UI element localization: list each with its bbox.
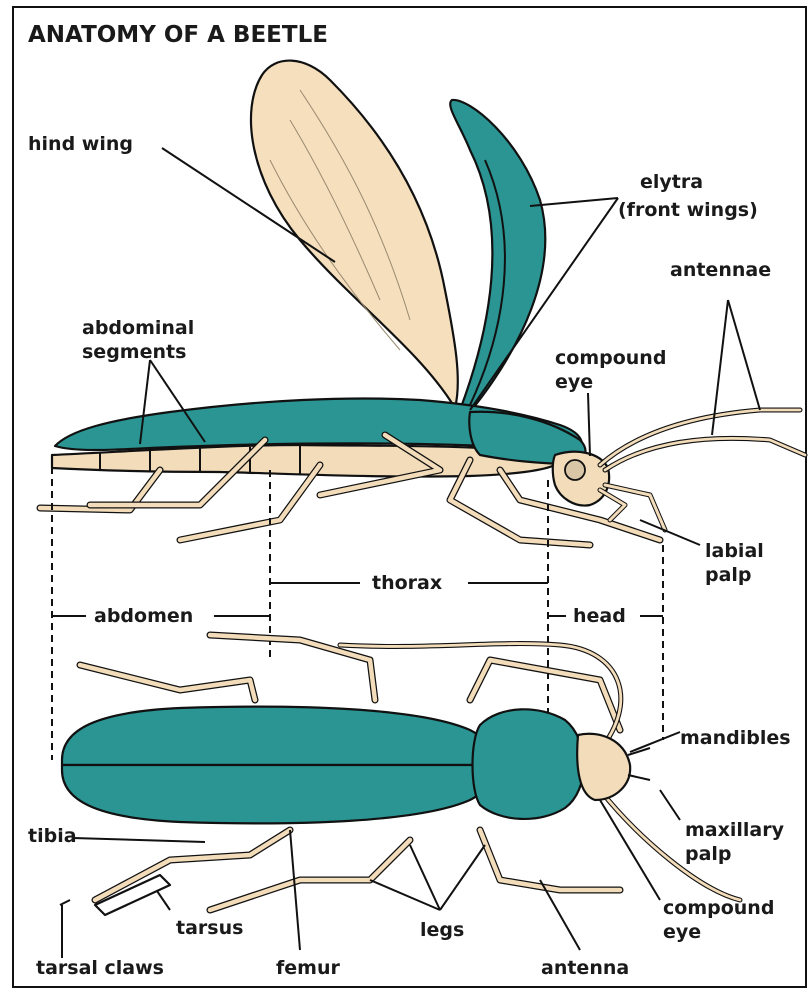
label-tarsus: tarsus: [176, 917, 243, 939]
label-labial-sub: palp: [705, 564, 752, 586]
label-maxillary: maxillary: [685, 819, 785, 841]
label-antenna: antenna: [541, 957, 629, 979]
label-abdomen: abdomen: [94, 605, 193, 627]
label-antennae: antennae: [670, 259, 771, 281]
label-mandibles: mandibles: [680, 727, 791, 749]
label-compound-eye-top: compound: [555, 347, 666, 369]
label-compound-eye-bottom-sub: eye: [663, 921, 701, 943]
label-elytra: elytra: [640, 171, 703, 193]
label-femur: femur: [276, 957, 340, 979]
label-segments: segments: [82, 341, 186, 363]
label-legs: legs: [420, 919, 464, 941]
side-view-beetle: [40, 61, 805, 545]
label-elytra-sub: (front wings): [618, 199, 758, 221]
label-head: head: [573, 605, 626, 627]
top-elytron-upper: [62, 707, 489, 765]
label-tarsal-claws: tarsal claws: [36, 957, 164, 979]
diagram-title: ANATOMY OF A BEETLE: [28, 22, 328, 48]
top-elytron-lower: [62, 765, 489, 823]
label-tibia: tibia: [28, 825, 77, 847]
label-maxillary-sub: palp: [685, 843, 732, 865]
label-abdominal: abdominal: [82, 317, 194, 339]
label-hind-wing: hind wing: [28, 133, 133, 155]
label-compound-eye-bottom: compound: [663, 897, 774, 919]
top-view-beetle: [62, 635, 740, 910]
hind-wing: [251, 61, 458, 408]
elytra-raised: [450, 100, 545, 412]
top-pronotum: [473, 709, 584, 819]
top-head: [577, 734, 630, 800]
label-thorax: thorax: [372, 572, 442, 594]
side-compound-eye: [565, 460, 585, 480]
label-compound-eye-top-sub: eye: [555, 371, 593, 393]
label-labial: labial: [705, 540, 764, 562]
